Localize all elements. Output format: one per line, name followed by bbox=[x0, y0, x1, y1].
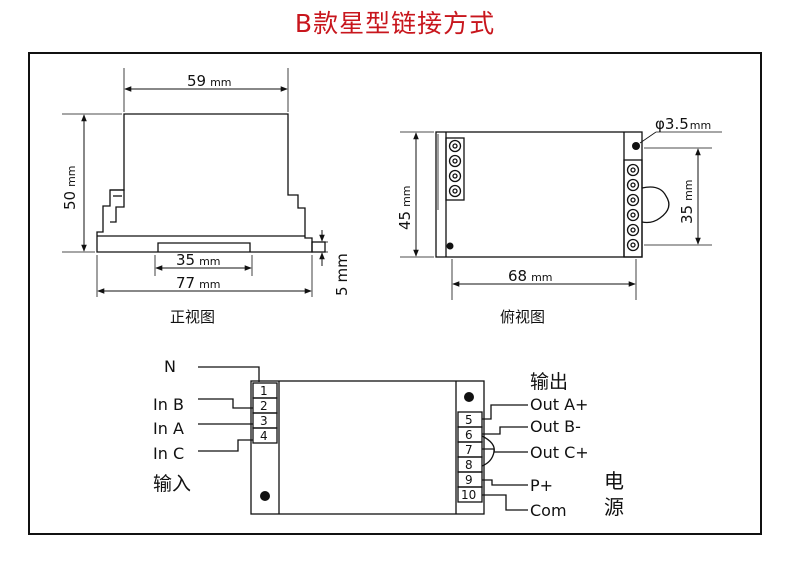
front-view-caption: 正视图 bbox=[170, 308, 215, 326]
terminal-7: 7 bbox=[465, 443, 473, 457]
label-in-a: In A bbox=[153, 419, 184, 438]
terminal-10: 10 bbox=[461, 488, 476, 502]
mount-hole-left bbox=[446, 242, 454, 250]
dim-front-side: 5mm bbox=[333, 253, 351, 296]
terminal-2: 2 bbox=[260, 399, 268, 413]
front-view bbox=[62, 68, 328, 297]
mount-hole-right bbox=[632, 142, 640, 150]
terminal-5: 5 bbox=[465, 413, 473, 427]
dim-top-height: 45mm bbox=[396, 185, 414, 230]
diagram-title: B款星型链接方式 bbox=[294, 9, 496, 38]
label-power-2: 源 bbox=[604, 495, 624, 519]
terminal-1: 1 bbox=[260, 384, 268, 398]
wiring-hole-left bbox=[260, 491, 270, 501]
label-com: Com bbox=[530, 501, 567, 520]
hole-diameter: φ3.5mm bbox=[655, 115, 711, 133]
terminal-9: 9 bbox=[465, 473, 473, 487]
label-n: N bbox=[164, 357, 176, 376]
label-p-plus: P+ bbox=[530, 476, 553, 495]
label-out-a: Out A+ bbox=[530, 395, 588, 414]
terminal-4: 4 bbox=[260, 429, 268, 443]
wiring-hole-right bbox=[464, 392, 474, 402]
terminal-6: 6 bbox=[465, 428, 473, 442]
terminal-8: 8 bbox=[465, 458, 473, 472]
terminal-3: 3 bbox=[260, 414, 268, 428]
label-in-b: In B bbox=[153, 395, 184, 414]
dim-top-pitch: 35mm bbox=[678, 179, 696, 224]
label-input: 输入 bbox=[153, 473, 191, 495]
label-out-b: Out B- bbox=[530, 417, 581, 436]
label-in-c: In C bbox=[153, 444, 184, 463]
diagram-frame bbox=[28, 52, 762, 535]
dim-front-height: 50mm bbox=[61, 165, 79, 210]
top-view bbox=[400, 131, 722, 300]
wiring-body bbox=[198, 366, 528, 515]
label-out-c: Out C+ bbox=[530, 443, 589, 462]
label-output: 输出 bbox=[530, 371, 568, 393]
label-power-1: 电 bbox=[604, 469, 624, 493]
top-view-caption: 俯视图 bbox=[500, 308, 545, 326]
